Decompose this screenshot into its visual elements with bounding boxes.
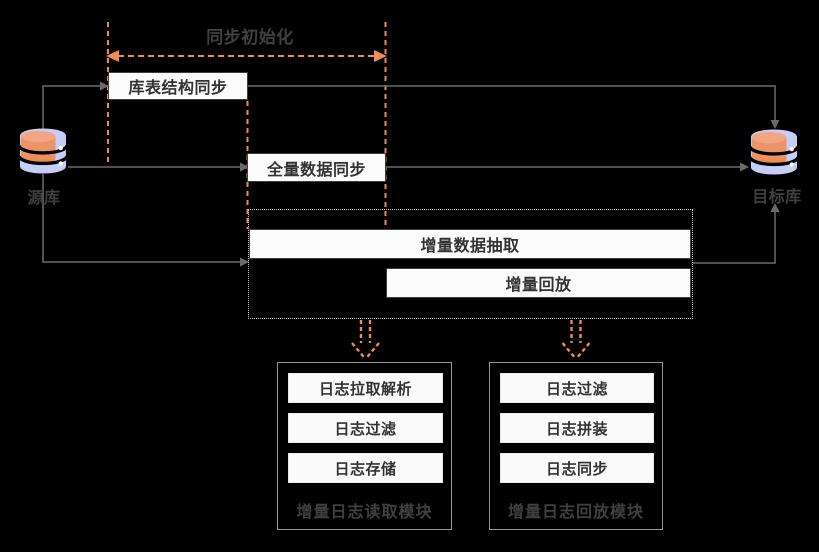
- incremental-sync-container: [248, 209, 693, 319]
- incremental-extract-box: 增量数据抽取: [249, 229, 691, 259]
- phase-dashed-lines: [107, 22, 387, 229]
- log-store-box: 日志存储: [288, 453, 443, 483]
- gray-arrowheads: [100, 81, 780, 267]
- log-filter-box: 日志过滤: [288, 413, 443, 443]
- source-database-icon: [17, 127, 69, 175]
- schema-sync-box: 库表结构同步: [108, 72, 248, 100]
- dashed-down-arrow-icon: [561, 320, 591, 360]
- log-assemble-box: 日志拼装: [500, 413, 654, 443]
- full-data-sync-box: 全量数据同步: [247, 153, 386, 182]
- phase-label: 同步初始化: [206, 28, 294, 47]
- dashed-down-arrow-icon: [351, 320, 380, 360]
- log-sync-box: 日志同步: [500, 453, 654, 483]
- gray-connectors: [42, 85, 776, 264]
- log-reader-module-title: 增量日志读取模块: [296, 504, 433, 521]
- log-pull-parse-box: 日志拉取解析: [288, 373, 443, 403]
- source-db-label: 源库: [27, 190, 61, 207]
- target-db-label: 目标库: [752, 189, 802, 206]
- target-database-icon: [748, 128, 800, 176]
- double-headed-dashed-arrow-icon: [106, 50, 387, 62]
- log-filter-box: 日志过滤: [500, 373, 654, 403]
- log-reader-module: 日志拉取解析 日志过滤 日志存储 增量日志读取模块: [277, 362, 452, 530]
- log-replayer-module-title: 增量日志回放模块: [507, 504, 644, 521]
- log-replayer-module: 日志过滤 日志拼装 日志同步 增量日志回放模块: [489, 362, 663, 530]
- incremental-replay-box: 增量回放: [386, 268, 691, 298]
